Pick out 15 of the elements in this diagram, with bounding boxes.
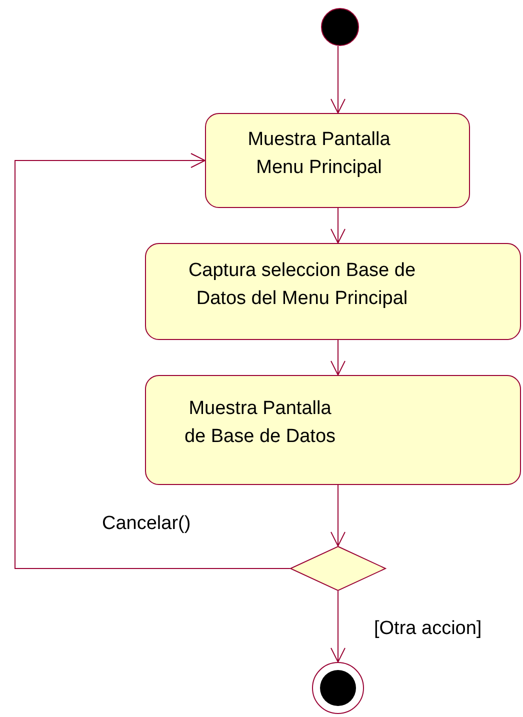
arrow	[330, 46, 346, 114]
decision-diamond	[290, 546, 386, 591]
start-node	[321, 8, 359, 46]
node-text: Muestra Pantalla de Base de Datos	[183, 397, 337, 449]
end-node	[312, 662, 364, 714]
arrow	[330, 484, 346, 546]
node-text: Muestra Pantalla Menu Principal	[246, 128, 392, 180]
action-box	[205, 113, 470, 208]
arrow	[330, 208, 346, 244]
action-box	[145, 243, 521, 340]
arrow	[330, 590, 346, 662]
action-box	[145, 375, 521, 485]
node-text: Captura seleccion Base de Datos del Menu Principal	[187, 258, 417, 310]
arrow	[330, 340, 346, 376]
arrow	[14, 153, 290, 569]
